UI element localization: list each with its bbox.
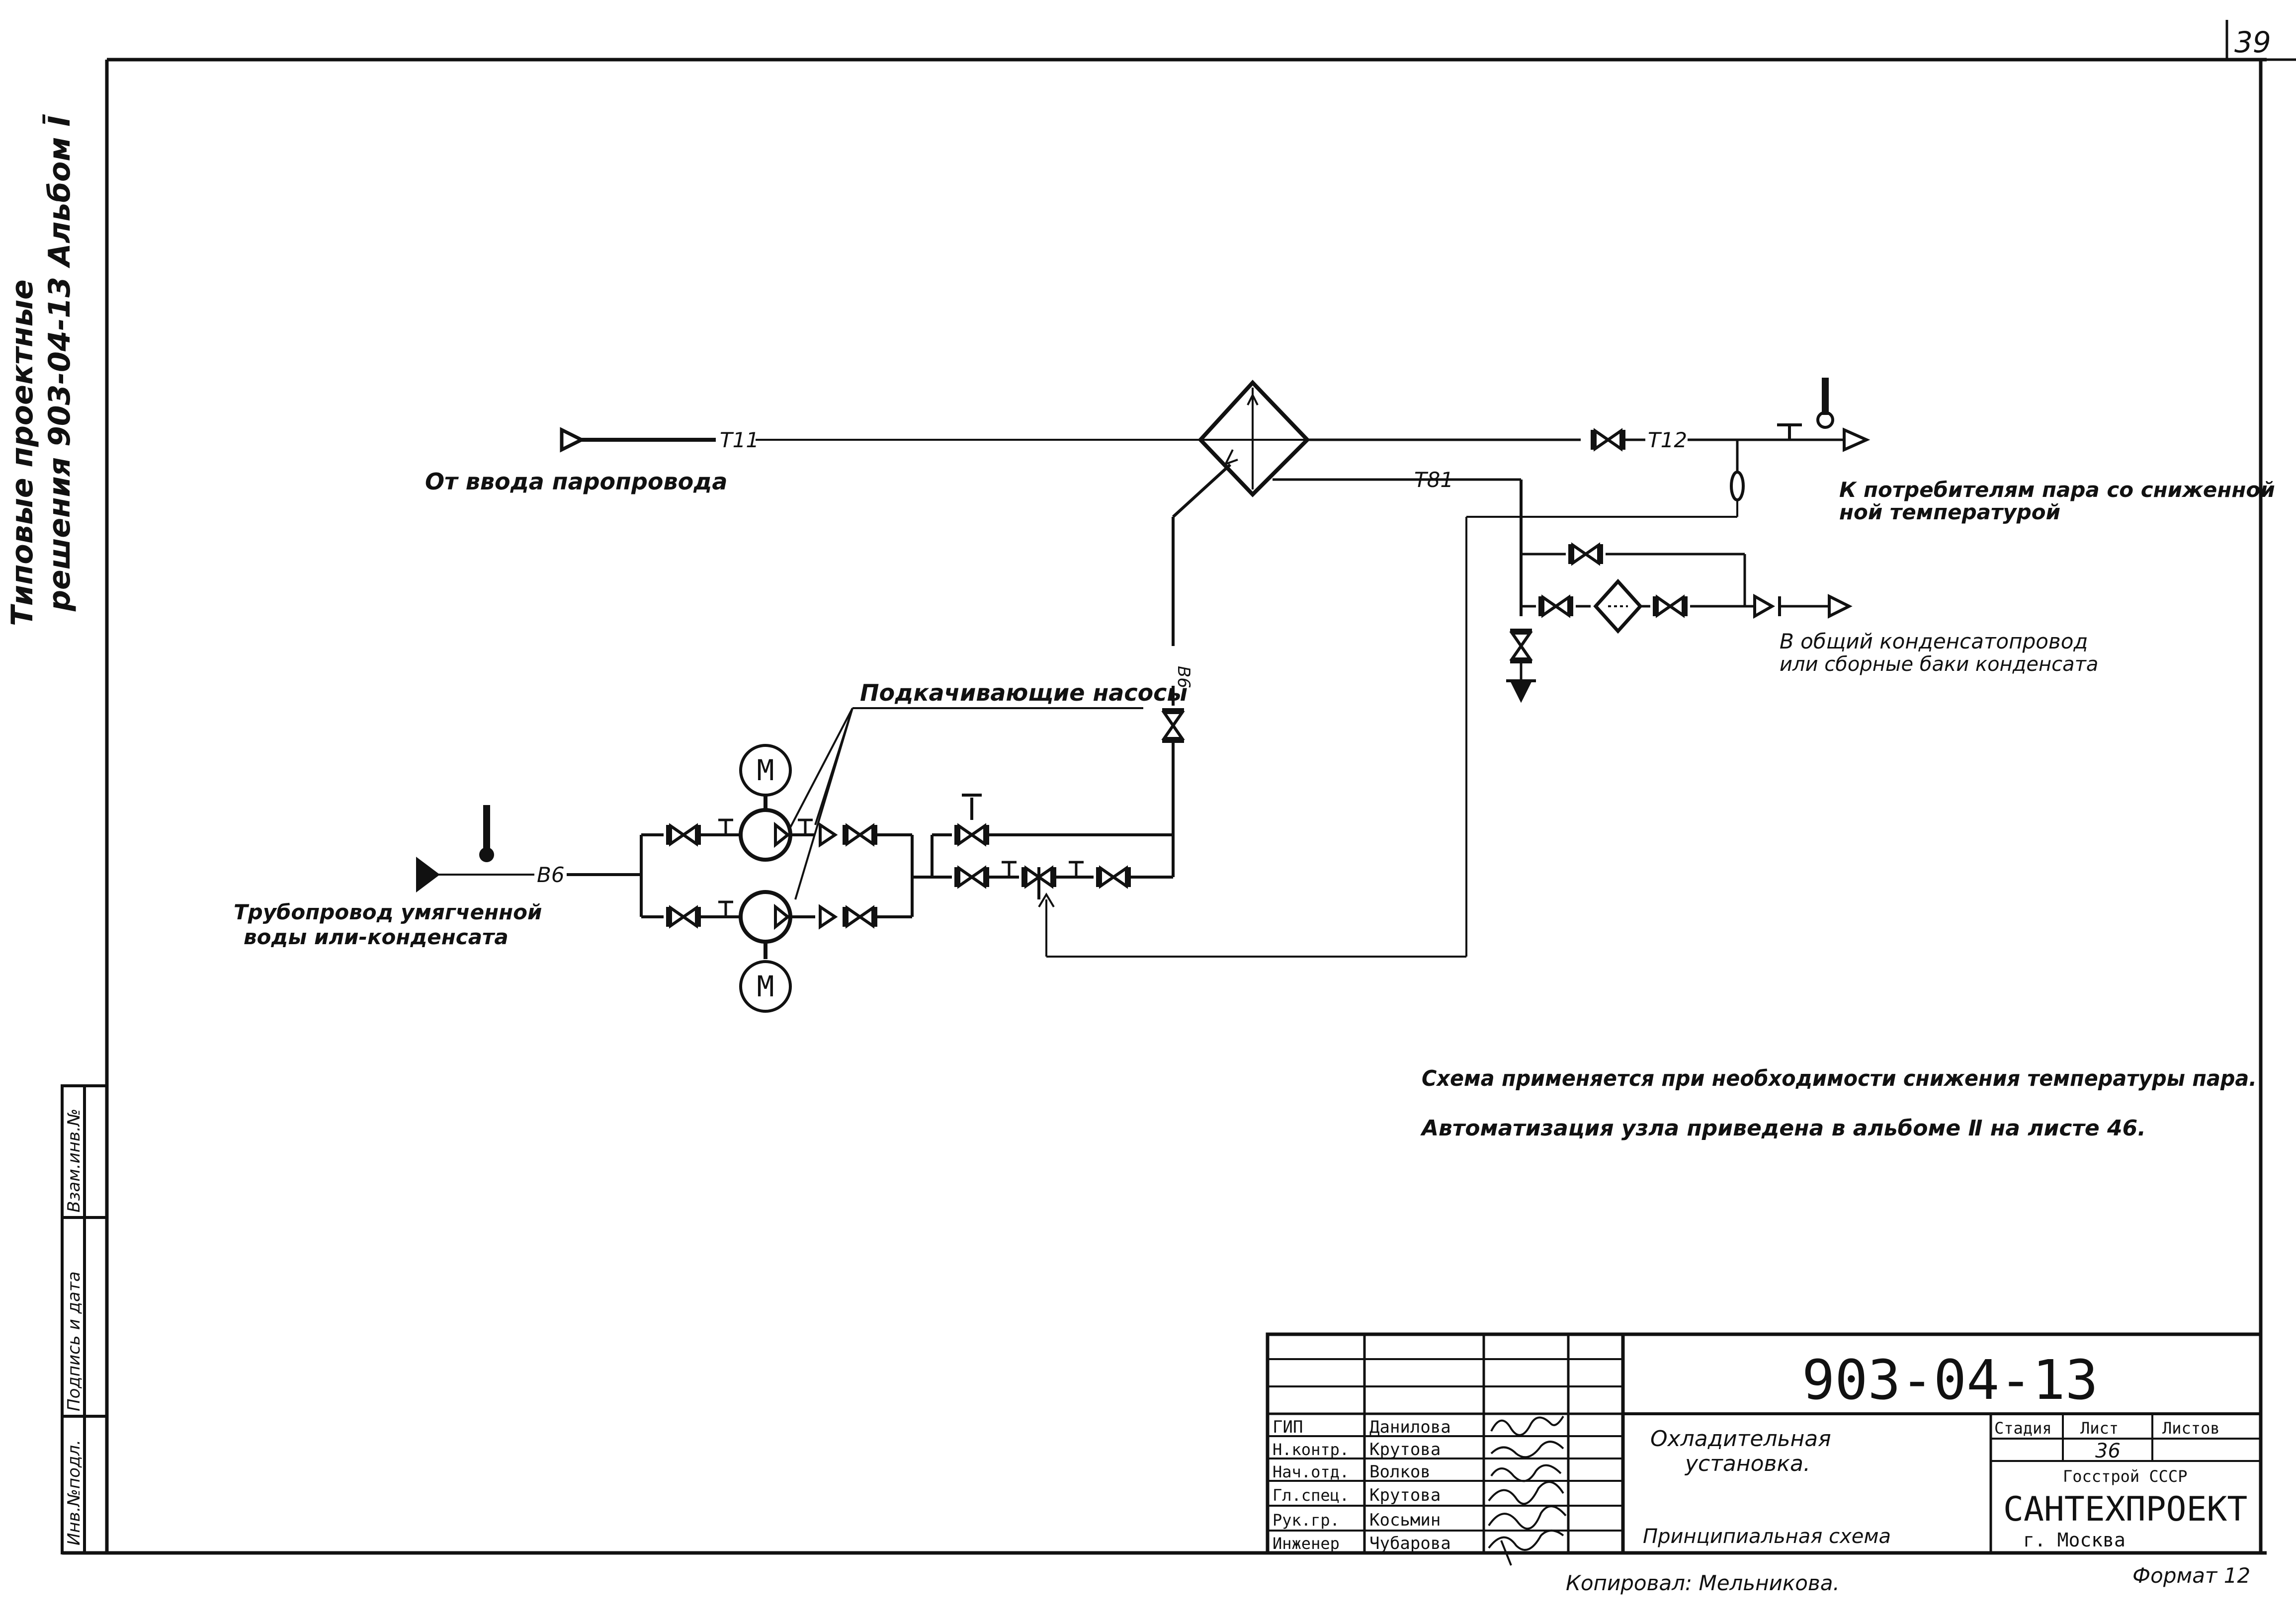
sheet-number: 39 [2234, 25, 2271, 59]
water-inlet-arrow [416, 857, 440, 892]
side-title-line1: Типовые проектные [5, 279, 40, 626]
tb-name-4: Косьмин [1369, 1510, 1441, 1530]
tb-sheets-label: Листов [2162, 1419, 2220, 1438]
stamp-inv-podl: Инв.№подл. [64, 1440, 84, 1545]
check-valve-icon [1753, 593, 1776, 619]
motor-1-icon: М [739, 744, 792, 797]
footer-copied: Копировал: Мельникова. [1566, 1571, 1840, 1595]
control-valve-icon [1023, 867, 1055, 899]
tb-org-3: г. Москва [2023, 1529, 2126, 1551]
tb-org-1: Госстрой СССР [2063, 1467, 2187, 1486]
tb-code: 903-04-13 [1802, 1348, 2098, 1412]
tb-title-2: установка. [1684, 1451, 1810, 1476]
note-1: Схема применяется при необходимости сниж… [1422, 1066, 2257, 1091]
steam-trap-icon [1593, 578, 1643, 634]
tb-role-0: ГИП [1273, 1417, 1303, 1437]
temperature-sensor-icon [1730, 471, 1745, 501]
tb-role-5: Инженер [1273, 1534, 1340, 1553]
drain-funnel-icon [1509, 680, 1533, 703]
tb-stage-label: Стадия [1994, 1419, 2052, 1438]
signatures [1488, 1415, 1567, 1566]
note-2: Автоматизация узла приведена в альбоме Ⅱ… [1420, 1116, 2146, 1141]
label-steam-inlet: От ввода паропровода [425, 468, 727, 495]
stamp-vzam-inv: Взам.инв.№ [64, 1109, 84, 1213]
label-b6-vertical: В6 [1174, 666, 1193, 688]
label-t81: Т81 [1414, 468, 1453, 492]
left-stamp [61, 1084, 108, 1554]
tb-name-5: Чубарова [1369, 1534, 1451, 1553]
side-title-line2: решения 903-04-13 Альбом Ī [42, 114, 77, 612]
tb-role-1: Н.контр. [1273, 1440, 1349, 1459]
tb-role-2: Нач.отд. [1273, 1462, 1349, 1481]
footer-format: Формат 12 [2132, 1563, 2250, 1588]
consumer-arrow [1843, 427, 1871, 452]
svg-text:М: М [757, 753, 774, 787]
tb-name-1: Крутова [1369, 1440, 1441, 1459]
tb-org-2: САНТЕХПРОЕКТ [2003, 1490, 2247, 1529]
steam-inlet-arrow [560, 427, 586, 453]
label-consumers-1: К потребителям пара со сниженной [1839, 478, 2275, 502]
pump-1-icon [739, 808, 792, 862]
label-t12: Т12 [1648, 428, 1687, 452]
motor-2-icon: М [739, 960, 792, 1013]
thermometer-inlet-icon [479, 805, 494, 862]
desuperheater [1197, 380, 1310, 497]
tb-sheet-value: 36 [2095, 1440, 2121, 1462]
tb-name-2: Волков [1369, 1462, 1431, 1482]
thermometer-outlet-icon [1816, 378, 1834, 429]
process-diagram: Т11 Т12 Т81 [416, 378, 1871, 1013]
label-pumps: Подкачивающие насосы [860, 679, 1188, 706]
tb-title-1: Охладительная [1650, 1426, 1831, 1452]
pump-2-icon [739, 890, 792, 944]
condensate-outlet-arrow [1828, 594, 1853, 619]
label-condensate-1: В общий конденсатопровод [1780, 629, 2088, 653]
label-condensate-2: или сборные баки конденсата [1780, 653, 2098, 676]
sheet-frame [62, 20, 2296, 1555]
tb-name-0: Данилова [1369, 1417, 1451, 1437]
tb-role-4: Рук.гр. [1273, 1511, 1340, 1530]
tb-name-3: Крутова [1369, 1485, 1441, 1505]
label-consumers-2: ной температурой [1839, 500, 2060, 524]
label-water-pipe-1: Трубопровод умягченной [234, 900, 542, 924]
tb-role-3: Гл.спец. [1273, 1486, 1349, 1505]
title-block [1266, 1332, 2263, 1555]
label-water-pipe-2: воды или-конденсата [244, 925, 509, 949]
label-t11: Т11 [720, 428, 759, 452]
svg-text:М: М [757, 970, 774, 1003]
label-b6: В6 [537, 863, 565, 887]
tb-subtitle: Принципиальная схема [1643, 1525, 1891, 1548]
tb-sheet-label: Лист [2080, 1419, 2119, 1438]
stamp-podpis-data: Подпись и дата [64, 1271, 84, 1411]
